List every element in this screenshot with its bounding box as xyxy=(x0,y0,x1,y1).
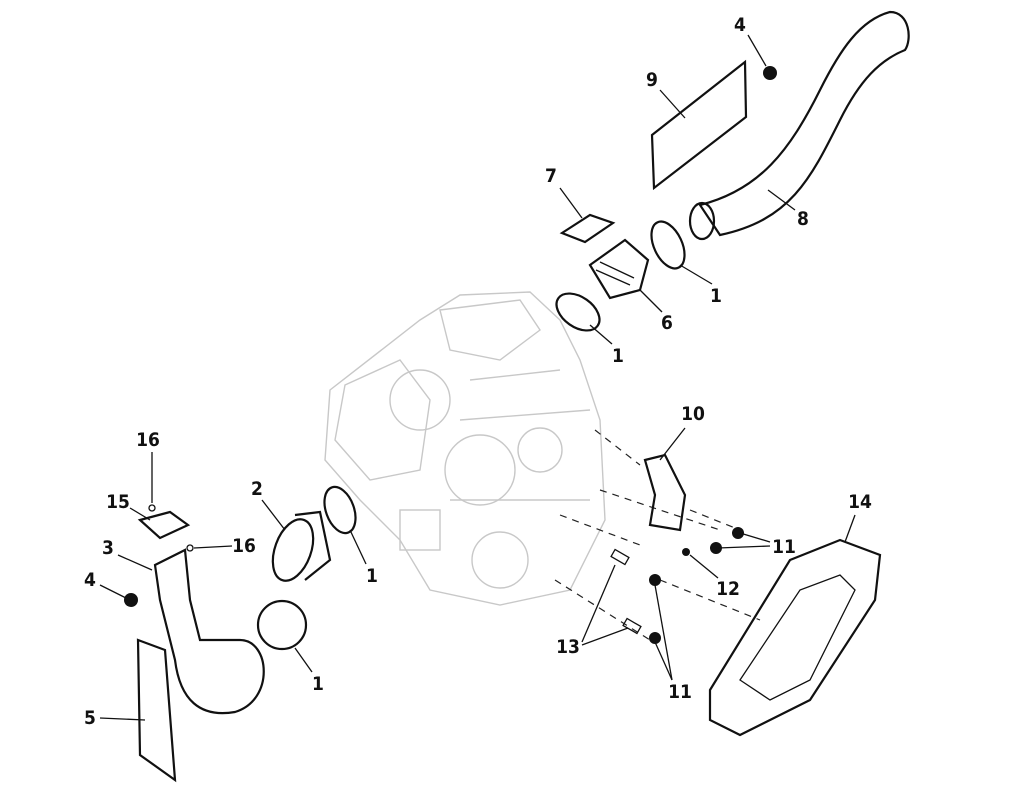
callout-label: 10 xyxy=(681,403,705,425)
coupler-6 xyxy=(588,238,650,300)
sticker-7 xyxy=(559,213,616,244)
duct-3 xyxy=(153,548,265,715)
boot-2 xyxy=(271,518,315,582)
callout-label: 2 xyxy=(251,478,263,500)
duct-opening xyxy=(688,201,716,241)
nut-4-top xyxy=(763,66,777,80)
callout-label: 13 xyxy=(556,636,580,658)
callout-label: 4 xyxy=(734,14,746,36)
nut-11 xyxy=(710,542,722,554)
nut-11 xyxy=(732,527,744,539)
bracket-10 xyxy=(643,453,687,532)
callout-label: 1 xyxy=(366,565,378,587)
callout-label: 7 xyxy=(545,165,557,187)
plug-16 xyxy=(148,504,156,512)
clamp xyxy=(256,599,308,651)
callout-label: 16 xyxy=(232,535,256,557)
callout-label: 3 xyxy=(102,537,114,559)
callout-label: 4 xyxy=(84,569,96,591)
callout-label: 6 xyxy=(661,312,673,334)
callout-label: 1 xyxy=(612,345,624,367)
callout-label: 11 xyxy=(668,681,692,703)
sticker-5 xyxy=(136,638,177,783)
stud-13 xyxy=(622,617,642,635)
nut-4 xyxy=(124,593,138,607)
callout-label: 14 xyxy=(848,491,872,513)
callout-label: 1 xyxy=(312,673,324,695)
assembly-lines xyxy=(554,429,761,641)
callout-label: 11 xyxy=(772,536,796,558)
filter-15 xyxy=(137,510,191,540)
clamp xyxy=(555,292,601,332)
sticker-9 xyxy=(650,59,748,191)
engine-illustration xyxy=(324,291,606,606)
callout-label: 8 xyxy=(797,208,809,230)
intake-duct xyxy=(698,10,910,237)
callout-label: 1 xyxy=(710,285,722,307)
clamp xyxy=(323,485,357,535)
nut-11 xyxy=(649,574,661,586)
boot-2-body xyxy=(294,510,332,581)
callout-label: 16 xyxy=(136,429,160,451)
cover-14 xyxy=(708,538,882,737)
callout-label: 12 xyxy=(716,578,740,600)
leader-lines xyxy=(99,34,856,721)
clamp xyxy=(650,220,686,270)
nut-11 xyxy=(649,632,661,644)
plug-16 xyxy=(186,544,194,552)
callout-label: 15 xyxy=(106,491,130,513)
screw-12 xyxy=(682,548,690,556)
callout-label: 9 xyxy=(646,69,658,91)
stud-13 xyxy=(610,548,630,566)
callout-label: 5 xyxy=(84,707,96,729)
